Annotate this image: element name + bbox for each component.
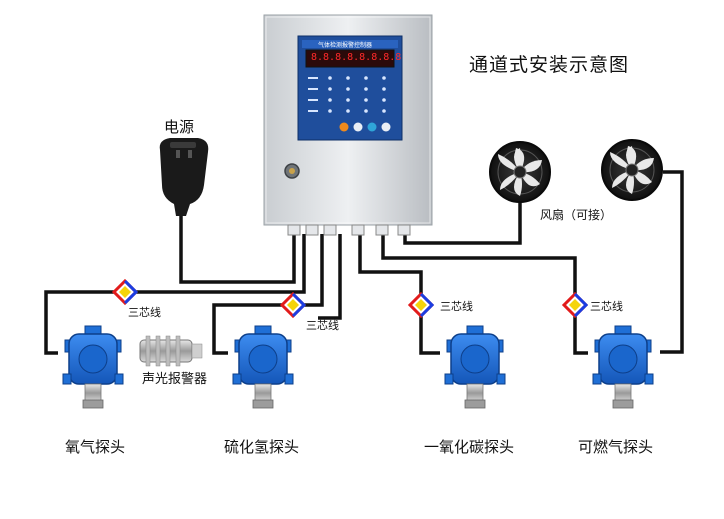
- diagram-title: 通道式安装示意图: [469, 54, 630, 76]
- power-label: 电源: [164, 118, 195, 136]
- wire-co: [358, 234, 440, 355]
- alarm-label: 声光报警器: [142, 372, 208, 387]
- power-plug-icon: [159, 138, 209, 216]
- wires: [44, 170, 684, 355]
- wire-marker-combustible: [561, 291, 589, 319]
- lock-icon: [284, 163, 300, 179]
- fan-label: 风扇（可接）: [540, 208, 613, 222]
- detector-label-combustible: 可燃气探头: [578, 438, 654, 456]
- wire-marker-oxygen: [111, 278, 139, 306]
- wire-label-combustible: 三芯线: [590, 300, 623, 313]
- wire-fan-2: [660, 170, 684, 354]
- detector-h2s-icon: [232, 325, 294, 409]
- wire-oxygen: [44, 234, 306, 355]
- fan-icon-2: [601, 139, 663, 201]
- keypad: [308, 76, 386, 113]
- wire-label-oxygen: 三芯线: [128, 306, 161, 319]
- control-buttons: [339, 122, 391, 132]
- fan-icon-1: [489, 141, 551, 203]
- detector-label-co: 一氧化碳探头: [424, 438, 515, 456]
- power-wire: [179, 215, 296, 284]
- wire-label-h2s: 三芯线: [306, 319, 339, 332]
- wire-fan-1: [403, 198, 522, 245]
- panel-header: 气体检测报警控制器: [318, 42, 373, 49]
- cable-glands: [287, 224, 411, 236]
- wire-marker-co: [407, 291, 435, 319]
- detector-combustible-icon: [592, 325, 654, 409]
- led-display-text: 8.8.8.8.8.8.8.8: [311, 52, 402, 63]
- detector-co-icon: [444, 325, 506, 409]
- wire-h2s: [212, 234, 324, 355]
- detector-label-oxygen: 氧气探头: [65, 438, 126, 456]
- detector-label-h2s: 硫化氢探头: [224, 438, 300, 456]
- wire-alarm: [318, 234, 342, 320]
- led-display: [305, 49, 395, 68]
- wire-marker-h2s: [279, 291, 307, 319]
- detector-oxygen-icon: [62, 325, 124, 409]
- controller-box: [263, 14, 433, 236]
- wire-combustible: [381, 234, 588, 355]
- sound-light-alarm-icon: [139, 335, 203, 367]
- wire-label-co: 三芯线: [440, 300, 473, 313]
